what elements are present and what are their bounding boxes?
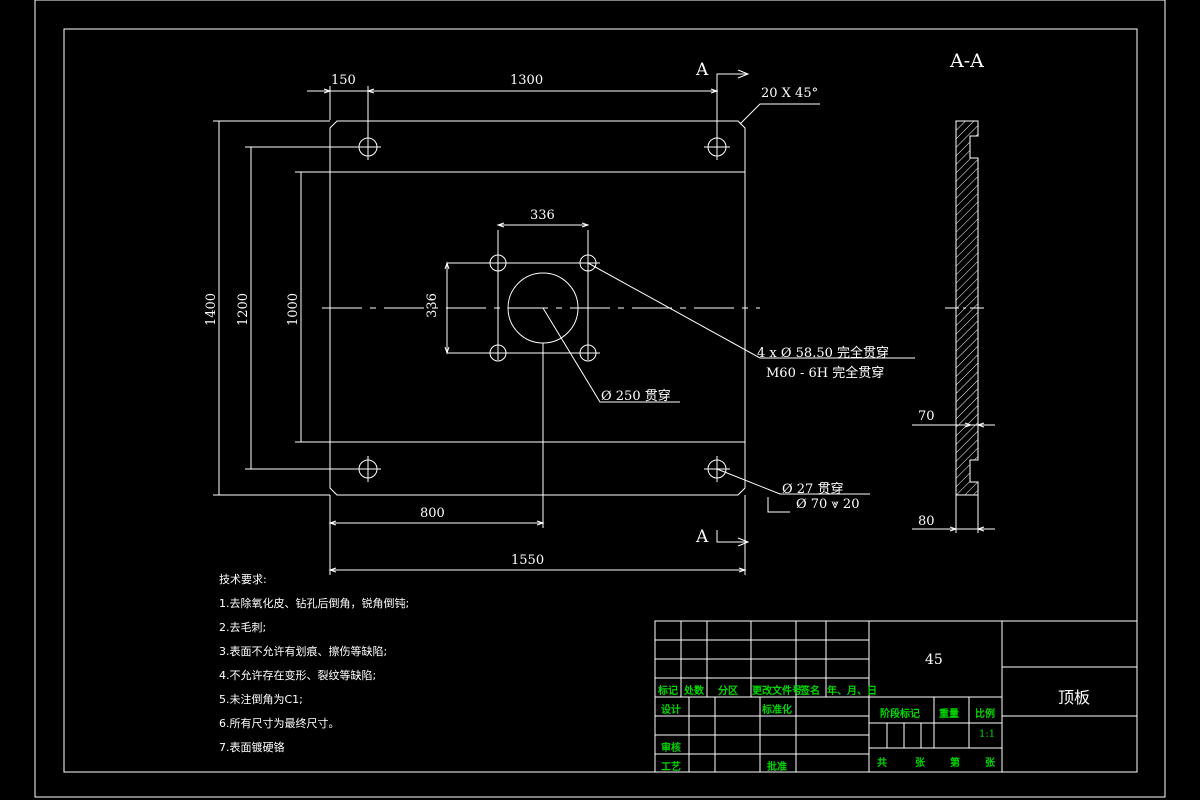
scale-label: 比例 bbox=[975, 709, 995, 720]
material: 45 bbox=[925, 652, 943, 668]
front-view bbox=[322, 103, 915, 513]
corner-hole-note-2: Ø 70 ⩔ 20 bbox=[796, 497, 860, 512]
holes4-note-1: 4 x Ø 58.50 完全贯穿 bbox=[757, 346, 890, 361]
section-label: A-A bbox=[950, 50, 984, 72]
outer-border bbox=[34, 0, 1166, 798]
bottom-dimensions bbox=[328, 343, 747, 575]
left-dimensions bbox=[213, 120, 360, 496]
total-label: 共 bbox=[877, 758, 887, 769]
note-item: 5.未注倒角为C1; bbox=[219, 693, 303, 706]
note-item: 3.表面不允许有划痕、擦伤等缺陷; bbox=[219, 645, 388, 658]
corner-hole-note-1: Ø 27 贯穿 bbox=[782, 482, 844, 497]
center-hole-note: Ø 250 贯穿 bbox=[601, 389, 671, 404]
note-item: 4.不允许存在变形、裂纹等缺陷; bbox=[219, 669, 377, 682]
standardize-label: 标准化 bbox=[762, 705, 792, 716]
central-holes bbox=[447, 230, 600, 362]
note-item: 2.去毛刺; bbox=[219, 621, 267, 634]
page-label: 第 bbox=[950, 758, 960, 769]
cut-marker-bottom: A bbox=[696, 527, 709, 547]
design-label: 设计 bbox=[661, 705, 681, 716]
title-block bbox=[654, 620, 1138, 773]
part-name: 顶板 bbox=[1058, 688, 1091, 707]
section-view bbox=[912, 120, 995, 533]
notes-block: 技术要求: 1.去除氧化皮、钻孔后倒角，锐角倒钝; 2.去毛刺; 3.表面不允许… bbox=[219, 568, 409, 760]
sheets-label: 张 bbox=[915, 758, 925, 769]
hdr-date: 年、月、日 bbox=[827, 686, 877, 697]
dim-336-h: 336 bbox=[530, 208, 555, 223]
hdr-count: 处数 bbox=[684, 686, 704, 697]
note-item: 7.表面镀硬铬 bbox=[219, 741, 285, 754]
process-label: 工艺 bbox=[661, 762, 681, 773]
dim-1200: 1200 bbox=[236, 292, 252, 327]
inner-border bbox=[63, 28, 1138, 773]
scale-value: 1:1 bbox=[979, 729, 996, 740]
dim-1000: 1000 bbox=[286, 292, 302, 327]
section-arrows bbox=[716, 69, 750, 547]
dim-150: 150 bbox=[331, 73, 356, 88]
dim-1300: 1300 bbox=[510, 73, 544, 88]
hdr-sign: 签名 bbox=[800, 686, 820, 697]
notes-title: 技术要求: bbox=[219, 573, 267, 586]
sheet-label: 张 bbox=[985, 758, 995, 769]
weight-label: 重量 bbox=[939, 709, 959, 720]
dim-1550: 1550 bbox=[511, 553, 545, 568]
dim-1400: 1400 bbox=[204, 292, 220, 327]
approve-label: 批准 bbox=[767, 762, 787, 773]
note-item: 6.所有尺寸为最终尺寸。 bbox=[219, 717, 340, 730]
dim-70: 70 bbox=[918, 409, 935, 424]
dim-800: 800 bbox=[420, 506, 445, 521]
dim-336-v: 336 bbox=[424, 293, 440, 318]
cut-marker-top: A bbox=[696, 60, 709, 80]
review-label: 审核 bbox=[661, 743, 681, 754]
hdr-doc: 更改文件号 bbox=[752, 686, 802, 697]
stage-label: 阶段标记 bbox=[880, 709, 920, 720]
top-dimensions bbox=[307, 86, 719, 140]
hdr-zone: 分区 bbox=[718, 686, 738, 697]
note-item: 1.去除氧化皮、钻孔后倒角，锐角倒钝; bbox=[219, 597, 410, 610]
holes4-note-2: M60 - 6H 完全贯穿 bbox=[766, 366, 885, 381]
dim-chamfer: 20 X 45° bbox=[761, 86, 819, 101]
dim-80: 80 bbox=[918, 514, 935, 529]
hdr-mark: 标记 bbox=[658, 686, 678, 697]
